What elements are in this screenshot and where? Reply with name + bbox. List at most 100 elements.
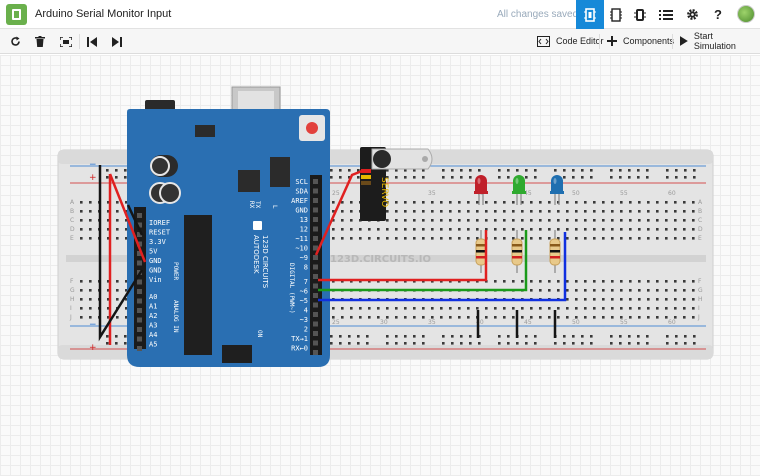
column-number: 30: [380, 319, 388, 326]
pin-label: ~11: [295, 235, 308, 243]
minus-rail-label: −: [89, 160, 97, 170]
wire-servo-signal[interactable]: [314, 169, 363, 256]
pin-label: TX→1: [291, 335, 308, 343]
column-number: 45: [524, 319, 532, 326]
pin-label: IOREF: [149, 219, 170, 227]
column-number: 50: [572, 190, 580, 197]
step-back-icon[interactable]: [80, 29, 104, 54]
pin-label: A1: [149, 303, 157, 311]
pin-label: 2: [304, 326, 308, 334]
led-green[interactable]: [512, 175, 526, 205]
delete-icon[interactable]: [28, 29, 52, 54]
row-letter: I: [70, 305, 72, 312]
component-list-icon[interactable]: [626, 0, 654, 29]
row-letter: F: [70, 278, 74, 285]
schematic-view-icon[interactable]: [602, 0, 630, 29]
toolbar: Code Editor Components Start Simulation: [0, 29, 760, 54]
servo-wire-red: [361, 169, 371, 173]
row-letter: C: [70, 217, 74, 224]
wire-5v[interactable]: [108, 173, 147, 263]
circuit-view-icon[interactable]: [576, 0, 604, 29]
brand-line1: AUTODESK: [252, 235, 260, 274]
brand-line2: 123D CIRCUITS: [261, 235, 269, 289]
row-letter: G: [70, 287, 75, 294]
led-blue[interactable]: [550, 175, 564, 205]
row-letter: I: [698, 305, 700, 312]
pin-label: ~10: [295, 245, 308, 253]
autodesk-logo-icon: [253, 221, 262, 230]
start-simulation-label: Start Simulation: [693, 31, 736, 51]
toolbar-divider: [599, 34, 600, 49]
resistor[interactable]: [475, 230, 487, 273]
wire-pin5-blue[interactable]: [318, 232, 567, 302]
row-letter: E: [70, 235, 74, 242]
led-red[interactable]: [474, 175, 488, 205]
reset-button-cap: [306, 122, 318, 134]
pin-label: 4: [304, 307, 308, 315]
analog-label: ANALOG IN: [172, 300, 179, 333]
resistor[interactable]: [549, 230, 561, 273]
settings-icon[interactable]: [678, 0, 706, 29]
fit-view-icon[interactable]: [54, 29, 78, 54]
code-editor-button[interactable]: Code Editor: [533, 31, 608, 51]
wire-gnd[interactable]: [98, 165, 144, 342]
code-editor-icon: [537, 35, 550, 47]
pin-label: A2: [149, 312, 157, 320]
start-simulation-button[interactable]: Start Simulation: [676, 31, 760, 51]
servo-motor[interactable]: SERVO: [360, 147, 433, 221]
components-button[interactable]: Components: [603, 31, 678, 51]
resistor[interactable]: [511, 230, 523, 273]
wire-gnd-rail[interactable]: [126, 204, 144, 236]
row-letter: A: [698, 199, 703, 206]
column-number: 50: [572, 319, 580, 326]
pin-label: GND: [149, 267, 162, 275]
rotate-icon[interactable]: [3, 29, 27, 54]
project-title[interactable]: Arduino Serial Monitor Input: [35, 8, 172, 20]
save-status: All changes saved: [497, 9, 579, 20]
column-number: 25: [332, 190, 340, 197]
column-number: 45: [524, 190, 532, 197]
row-letter: H: [698, 296, 703, 303]
pin-label: Vin: [149, 276, 162, 284]
pin-label: SCL: [295, 178, 308, 186]
bill-of-materials-icon[interactable]: [652, 0, 680, 29]
leds: [474, 175, 564, 205]
pin-label: RESET: [149, 229, 171, 237]
plus-rail-label: +: [89, 173, 97, 183]
wire-pin7-red[interactable]: [318, 230, 488, 282]
row-letter: J: [697, 314, 700, 321]
user-avatar[interactable]: [737, 5, 755, 23]
app-logo-icon[interactable]: [6, 4, 27, 25]
pin-label: ~3: [300, 316, 308, 324]
servo-wire-yellow: [361, 175, 371, 179]
workspace-canvas[interactable]: 25253030353540404545505055556060 AABBCCD…: [0, 55, 760, 476]
regulator: [195, 125, 215, 137]
plus-icon: [607, 36, 617, 46]
pin-label: SDA: [295, 188, 308, 196]
help-icon[interactable]: ?: [714, 7, 722, 22]
pin-label: RX←0: [291, 345, 308, 353]
column-number: 60: [668, 319, 676, 326]
row-letter: A: [70, 199, 75, 206]
column-number: 60: [668, 190, 676, 197]
wires[interactable]: [98, 165, 567, 345]
row-letter: G: [698, 287, 703, 294]
wire-pin6-green[interactable]: [318, 230, 528, 292]
row-letter: C: [698, 217, 702, 224]
minus-rail-label: −: [89, 320, 97, 330]
digital-label: DIGITAL (PWM~): [288, 263, 295, 314]
servo-label: SERVO: [379, 177, 389, 207]
code-editor-label: Code Editor: [556, 36, 604, 46]
top-bar: Arduino Serial Monitor Input All changes…: [0, 0, 760, 29]
row-letter: B: [698, 208, 702, 215]
step-forward-icon[interactable]: [105, 29, 129, 54]
l-label: L: [271, 205, 278, 209]
tx-label: TX: [254, 201, 261, 209]
servo-wire-brown: [361, 181, 371, 185]
pin-label: ~6: [300, 288, 308, 296]
row-letter: B: [70, 208, 74, 215]
servo-hub: [373, 150, 391, 168]
